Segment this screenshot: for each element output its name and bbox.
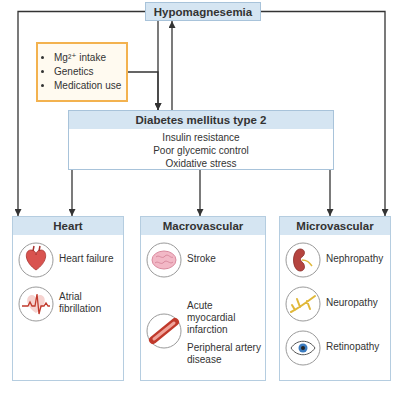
connector-arrow — [157, 21, 158, 110]
risk-factor-box: Mg²⁺ intakeGeneticsMedication use — [36, 42, 128, 102]
node-text: Heart — [13, 217, 123, 235]
connector-arrow — [171, 21, 172, 110]
disease-box: Diabetes mellitus type 2Insulin resistan… — [68, 110, 334, 170]
node-text: Neuropathy — [326, 297, 378, 309]
connector-arrow — [128, 72, 158, 110]
condition-box: Hypomagnesemia — [145, 2, 261, 21]
node-text: Retinopathy — [326, 341, 379, 353]
outcome-panel: StrokeAcute myocardial infarctionPeriphe… — [140, 216, 266, 381]
node-text: Medication use — [54, 79, 122, 93]
outcome-item: Stroke — [145, 239, 263, 279]
connector-arrow — [71, 170, 72, 216]
node-text: Heart failure — [59, 253, 113, 265]
node-text: Peripheral artery disease — [187, 342, 263, 366]
node-text: Oxidative stress — [69, 157, 333, 170]
node-text: Poor glycemic control — [69, 144, 333, 157]
connector-arrow — [329, 170, 330, 216]
node-text: Nephropathy — [326, 253, 383, 265]
node-text: Acute myocardial infarction — [187, 300, 263, 336]
outcome-item: Atrial fibrillation — [17, 283, 121, 323]
outcome-item: Heart failure — [17, 239, 121, 279]
outcome-item: Neuropathy — [284, 283, 388, 323]
bullet-list: Mg²⁺ intakeGeneticsMedication use — [42, 51, 122, 93]
node-text: Macrovascular — [141, 217, 265, 235]
outcome-item: Nephropathy — [284, 239, 388, 279]
outcome-panel: NephropathyNeuropathyRetinopathy Microvas… — [279, 216, 391, 381]
box-body: Insulin resistancePoor glycemic controlO… — [69, 129, 333, 170]
node-text: Atrial fibrillation — [59, 291, 121, 315]
node-text: Diabetes mellitus type 2 — [69, 111, 333, 129]
node-text: Stroke — [187, 253, 216, 265]
outcome-panel: Heart failureAtrial fibrillation Heart — [12, 216, 124, 381]
node-text: Mg²⁺ intake — [54, 51, 122, 65]
node-text: Genetics — [54, 65, 122, 79]
node-text: Insulin resistance — [69, 131, 333, 144]
node-text: Microvascular — [280, 217, 390, 235]
outcome-item: Acute myocardial infarctionPeripheral ar… — [145, 297, 263, 369]
outcome-item: Retinopathy — [284, 327, 388, 367]
connector-arrow — [199, 170, 200, 216]
node-text: Hypomagnesemia — [154, 6, 252, 18]
